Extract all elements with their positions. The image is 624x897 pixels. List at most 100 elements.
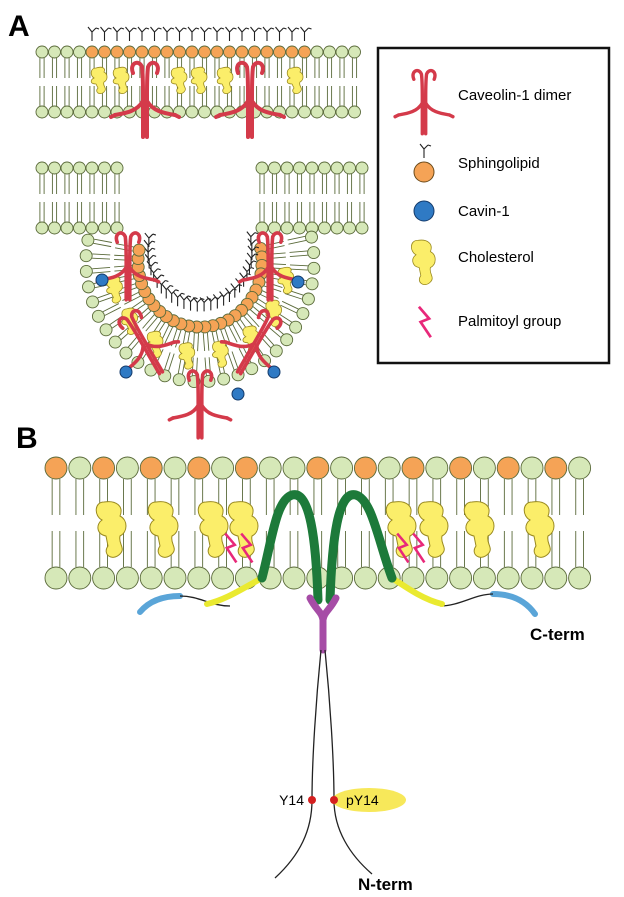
lipid [544,531,568,590]
lipid [305,161,319,194]
hairpin-right [325,490,397,605]
cholesterol-icon [170,66,188,95]
glycan [224,26,238,42]
lipid [48,161,61,194]
legend-label: Caveolin-1 dimer [458,87,571,104]
lipid [148,86,161,119]
cholesterol-icon [147,501,179,558]
lipid [85,86,99,119]
lipid [318,161,331,194]
lipid [330,161,344,194]
phospho-highlight [332,788,406,812]
sphingolipid-icon [413,161,435,183]
cholesterol-icon [417,501,449,558]
lipid [73,161,86,194]
lipid [318,202,331,235]
linker-right [439,593,494,607]
c-term-segment-left [137,593,183,615]
lipid [287,230,318,245]
lipid [198,45,211,78]
hinge [306,594,340,654]
anchor-right [389,575,445,607]
lipid [289,246,321,260]
legend-item-cavin: Cavin-1 [413,200,510,222]
membrane-bilayer-b [44,456,592,590]
lipid [323,45,336,78]
lipid [187,456,211,515]
c-term-segment-right [490,591,538,617]
lipid [60,86,74,119]
lipid [282,531,306,590]
lipid [449,531,473,590]
lipid [35,161,49,194]
lipid [273,45,286,78]
lipid [60,202,74,235]
lipid [568,456,592,515]
lipid [568,531,592,590]
legend-item-palmitoyl: Palmitoyl group [417,305,561,339]
lipid [68,456,92,515]
lipid [79,249,111,263]
glycan [124,26,138,42]
lipid [335,45,349,78]
lipid [255,202,269,235]
glycan [143,239,156,255]
lipid [85,202,99,235]
lipid [289,261,321,275]
lipid [73,202,86,235]
glycan [144,232,157,248]
lipid [48,86,61,119]
n-term-label: N-term [358,875,413,894]
glycan [174,26,188,42]
lipid [520,456,544,515]
lipid [544,456,568,515]
lipid [293,161,306,194]
glycan [149,26,163,42]
glycan [274,26,288,42]
cavin-icon [267,365,281,379]
glycan [179,294,192,310]
legend-item-sphingolipid: Sphingolipid [413,143,540,183]
lipid [48,45,61,78]
lipid [160,45,174,78]
glycan [87,26,100,42]
glycan [237,26,250,42]
y14-label: Y14 [279,792,304,808]
lipid [68,531,92,590]
glycan [199,26,213,42]
lipid [348,45,361,78]
lipid [73,45,86,78]
lipid [353,531,377,590]
flat-membrane-top [35,26,361,139]
lipid [401,456,425,515]
caveola-membrane [35,161,369,440]
lipid [496,456,520,515]
legend-item-cholesterol: Cholesterol [410,239,534,286]
legend-label: Sphingolipid [458,155,540,172]
cholesterol-icon [106,276,123,304]
cavin-icon [291,275,305,289]
cavin-icon [95,273,109,287]
lipid [44,456,68,515]
lipid [355,202,369,235]
cholesterol-icon [463,501,495,558]
cholesterol-icon [190,66,208,95]
glycan [162,26,175,42]
lipid [98,161,111,194]
panel-label-b: B [16,422,38,455]
lipid [343,161,356,194]
lipid [139,531,163,590]
py14-site [330,796,338,804]
lipid [377,456,401,515]
glycan [185,296,199,312]
lipid [238,346,259,376]
glycan [299,26,313,42]
lipid [280,300,310,320]
lipid [115,456,139,515]
lipid [330,202,344,235]
lipid [98,202,111,235]
lipid [187,531,211,590]
panel-label-a: A [8,10,30,43]
cavin-icon [231,387,245,401]
lipid [110,202,124,235]
